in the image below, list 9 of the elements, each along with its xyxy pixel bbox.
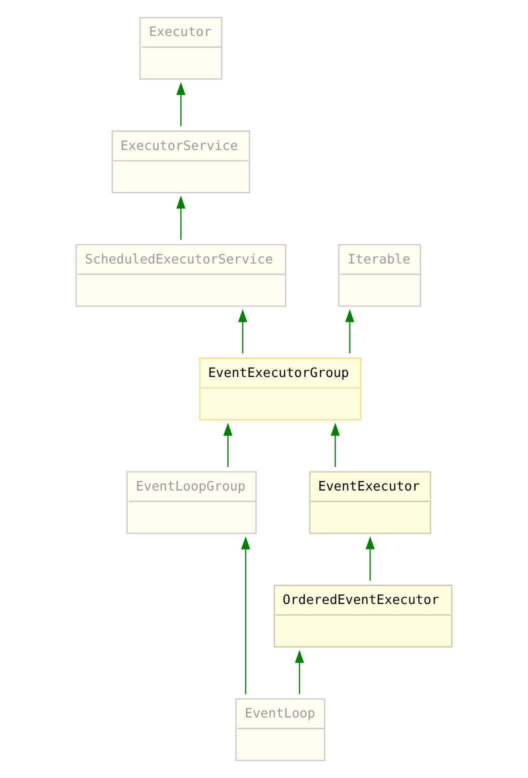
arrow: [176, 196, 186, 240]
arrow: [176, 82, 186, 126]
arrow: [366, 536, 375, 581]
arrow: [330, 422, 340, 467]
arrow: [294, 650, 304, 694]
arrow: [223, 422, 232, 467]
arrow: [238, 309, 248, 354]
arrow: [345, 309, 354, 354]
arrow: [241, 536, 250, 694]
